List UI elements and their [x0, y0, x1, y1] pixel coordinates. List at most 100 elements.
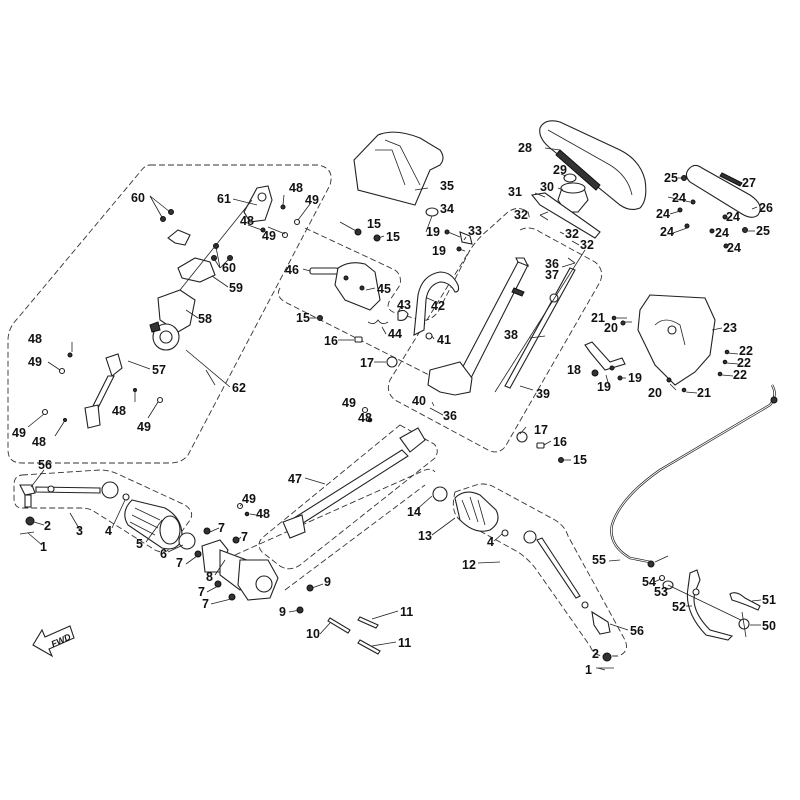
fasteners-20-21-22 — [611, 315, 730, 393]
callout-43: 43 — [397, 298, 411, 312]
part-18-bracket — [584, 341, 626, 381]
part-58-eps-motor — [149, 199, 253, 351]
callout-5: 5 — [136, 537, 143, 551]
part-56-right-tie-rod-end — [501, 529, 614, 669]
callout-1: 1 — [585, 663, 592, 677]
group-outline-upper-shaft — [277, 287, 436, 379]
callout-60: 60 — [131, 191, 145, 205]
callout-19: 19 — [432, 244, 446, 258]
callout-6: 6 — [160, 547, 167, 561]
callout-15: 15 — [296, 311, 310, 325]
callout-27: 27 — [742, 176, 756, 190]
callout-47: 47 — [288, 472, 302, 486]
group-outline-47-intermediate-shaft — [258, 424, 438, 570]
callout-48: 48 — [289, 181, 303, 195]
callout-55: 55 — [592, 553, 606, 567]
callout-57: 57 — [152, 363, 166, 377]
callout-12: 12 — [462, 558, 476, 572]
part-13-right-boot — [454, 491, 499, 532]
callout-49: 49 — [305, 193, 319, 207]
callout-17: 17 — [534, 423, 548, 437]
part-56-left-tie-rod-end — [19, 481, 130, 535]
callout-2: 2 — [592, 647, 599, 661]
callout-15: 15 — [367, 217, 381, 231]
callout-9: 9 — [279, 605, 286, 619]
callout-53: 53 — [654, 585, 668, 599]
callout-36: 36 — [443, 409, 457, 423]
callout-49: 49 — [12, 426, 26, 440]
callout-7: 7 — [218, 521, 225, 535]
callout-20: 20 — [648, 386, 662, 400]
callout-40: 40 — [412, 394, 426, 408]
callout-24: 24 — [660, 225, 674, 239]
callout-7: 7 — [202, 597, 209, 611]
callout-49: 49 — [28, 355, 42, 369]
callout-38: 38 — [504, 328, 518, 342]
callout-45: 45 — [377, 282, 391, 296]
callout-2: 2 — [44, 519, 51, 533]
callout-49: 49 — [242, 492, 256, 506]
callout-48: 48 — [358, 411, 372, 425]
callout-31: 31 — [508, 185, 522, 199]
callout-15: 15 — [573, 453, 587, 467]
callout-48: 48 — [28, 332, 42, 346]
callout-19: 19 — [597, 380, 611, 394]
part-23-lower-shroud — [637, 294, 716, 386]
callout-17: 17 — [360, 356, 374, 370]
callout-20: 20 — [604, 321, 618, 335]
callout-1: 1 — [40, 540, 47, 554]
callout-11: 11 — [398, 636, 411, 650]
callout-18: 18 — [567, 363, 581, 377]
callout-15: 15 — [386, 230, 400, 244]
callout-46: 46 — [285, 263, 299, 277]
callout-7: 7 — [198, 585, 205, 599]
callout-25: 25 — [756, 224, 770, 238]
callout-54: 54 — [642, 575, 656, 589]
callout-7: 7 — [176, 556, 183, 570]
callout-41: 41 — [437, 333, 451, 347]
callout-58: 58 — [198, 312, 212, 326]
callout-61: 61 — [217, 192, 231, 206]
callout-50: 50 — [762, 619, 776, 633]
callout-labels: 56 2 1 3 4 5 6 7 7 7 7 7 8 9 9 10 11 11 … — [12, 141, 776, 677]
callout-22: 22 — [733, 368, 747, 382]
part-8-steering-gearbox — [194, 527, 279, 601]
callout-49: 49 — [137, 420, 151, 434]
callout-33: 33 — [468, 224, 482, 238]
callout-24: 24 — [656, 207, 670, 221]
callout-21: 21 — [591, 311, 605, 325]
callout-44: 44 — [388, 327, 402, 341]
callout-48: 48 — [112, 404, 126, 418]
part-50-pivot-spring — [738, 611, 750, 638]
callout-16: 16 — [553, 435, 567, 449]
group-outline-3-left-tie-rod — [13, 469, 193, 553]
callout-24: 24 — [726, 210, 740, 224]
group-outline-39-column-shaft — [387, 227, 603, 453]
callout-10: 10 — [306, 627, 320, 641]
callout-8: 8 — [206, 570, 213, 584]
group-outline-rack-lower — [284, 484, 426, 591]
callout-26: 26 — [759, 201, 773, 215]
callout-52: 52 — [672, 600, 686, 614]
part-61-column-upper-bracket — [243, 185, 273, 223]
callout-25: 25 — [664, 171, 678, 185]
part-35-column-cover-upper — [353, 131, 444, 206]
callout-9: 9 — [324, 575, 331, 589]
leader-lines — [27, 147, 762, 671]
callout-28: 28 — [518, 141, 532, 155]
part-6-clamp-ring — [178, 532, 196, 550]
part-39-column-tube — [427, 257, 530, 396]
callout-24: 24 — [715, 226, 729, 240]
fasteners-9-10-11 — [296, 584, 381, 655]
callout-23: 23 — [723, 321, 737, 335]
callout-21: 21 — [697, 386, 711, 400]
callout-49: 49 — [342, 396, 356, 410]
callout-48: 48 — [256, 507, 270, 521]
part-57-lower-shaft — [58, 352, 137, 429]
callout-49: 49 — [262, 229, 276, 243]
group-outline-8-steering-rack — [234, 468, 436, 556]
part-42-tilt-lever — [367, 271, 460, 340]
fwd-direction-indicator: FWD — [32, 625, 75, 658]
part-28-steering-wheel — [539, 120, 647, 211]
